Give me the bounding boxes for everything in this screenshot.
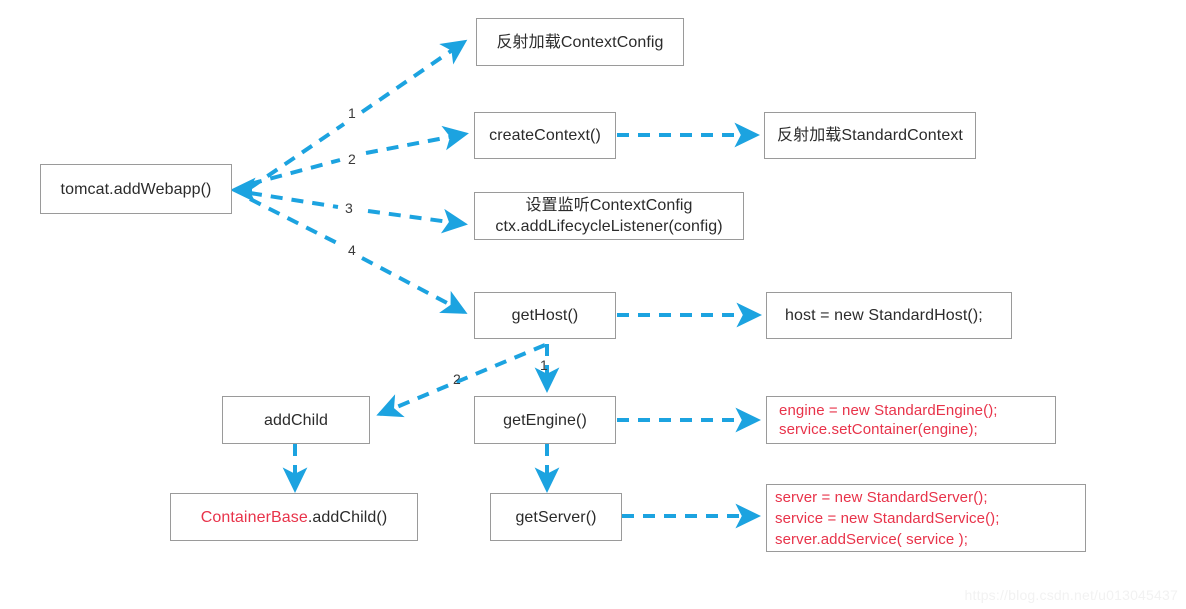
node-listener-label: 设置监听ContextConfig ctx.addLifecycleListen… <box>495 197 723 235</box>
node-create-context-label: createContext() <box>489 127 601 144</box>
edge-label-branch-3: 3 <box>345 201 353 215</box>
node-get-host-label: getHost() <box>511 307 579 324</box>
node-get-server[interactable]: getServer() <box>490 493 622 541</box>
node-root[interactable]: tomcat.addWebapp() <box>40 164 232 214</box>
node-standard-context[interactable]: 反射加载StandardContext <box>764 112 976 159</box>
node-get-host[interactable]: getHost() <box>474 292 616 339</box>
node-container-base-black: .addChild() <box>307 508 388 526</box>
watermark: https://blog.csdn.net/u013045437 <box>964 587 1178 603</box>
node-get-engine-label: getEngine() <box>503 411 587 429</box>
node-root-label: tomcat.addWebapp() <box>60 180 212 198</box>
edge-branch-2 <box>249 125 469 186</box>
node-server-new-label: server = new StandardServer(); service =… <box>775 488 1000 548</box>
node-create-context[interactable]: createContext() <box>474 112 616 159</box>
node-engine-new[interactable]: engine = new StandardEngine(); service.s… <box>766 396 1056 444</box>
node-server-new[interactable]: server = new StandardServer(); service =… <box>766 484 1086 552</box>
edge-label-branch-4-text: 4 <box>348 242 356 258</box>
node-host-new-label: host = new StandardHost(); <box>785 307 983 324</box>
edge-branch-1 <box>248 39 468 190</box>
node-get-server-label: getServer() <box>515 508 597 526</box>
node-standard-context-label: 反射加载StandardContext <box>777 127 963 144</box>
node-add-child[interactable]: addChild <box>222 396 370 444</box>
node-listener[interactable]: 设置监听ContextConfig ctx.addLifecycleListen… <box>474 192 744 240</box>
edge-label-host-to-addchild-text: 2 <box>453 371 461 387</box>
edge-label-branch-1-text: 1 <box>348 105 356 121</box>
edge-branch-4 <box>249 197 468 314</box>
edge-label-host-to-addchild: 2 <box>453 372 461 386</box>
node-engine-new-label: engine = new StandardEngine(); service.s… <box>779 402 998 438</box>
node-context-config[interactable]: 反射加载ContextConfig <box>476 18 684 66</box>
node-container-base-red: ContainerBase <box>200 508 308 526</box>
edge-label-branch-2: 2 <box>348 152 356 166</box>
edge-branch-3 <box>249 191 468 234</box>
node-host-new[interactable]: host = new StandardHost(); <box>766 292 1012 339</box>
node-get-engine[interactable]: getEngine() <box>474 396 616 444</box>
edge-label-host-to-engine: 1 <box>540 358 548 372</box>
edge-label-host-to-engine-text: 1 <box>540 357 548 373</box>
node-container-base[interactable]: ContainerBase.addChild() <box>170 493 418 541</box>
node-add-child-label: addChild <box>264 411 328 429</box>
edge-label-branch-4: 4 <box>348 243 356 257</box>
edge-label-branch-1: 1 <box>348 106 356 120</box>
edge-label-branch-3-text: 3 <box>345 200 353 216</box>
node-context-config-label: 反射加载ContextConfig <box>496 33 664 51</box>
edge-label-branch-2-text: 2 <box>348 151 356 167</box>
